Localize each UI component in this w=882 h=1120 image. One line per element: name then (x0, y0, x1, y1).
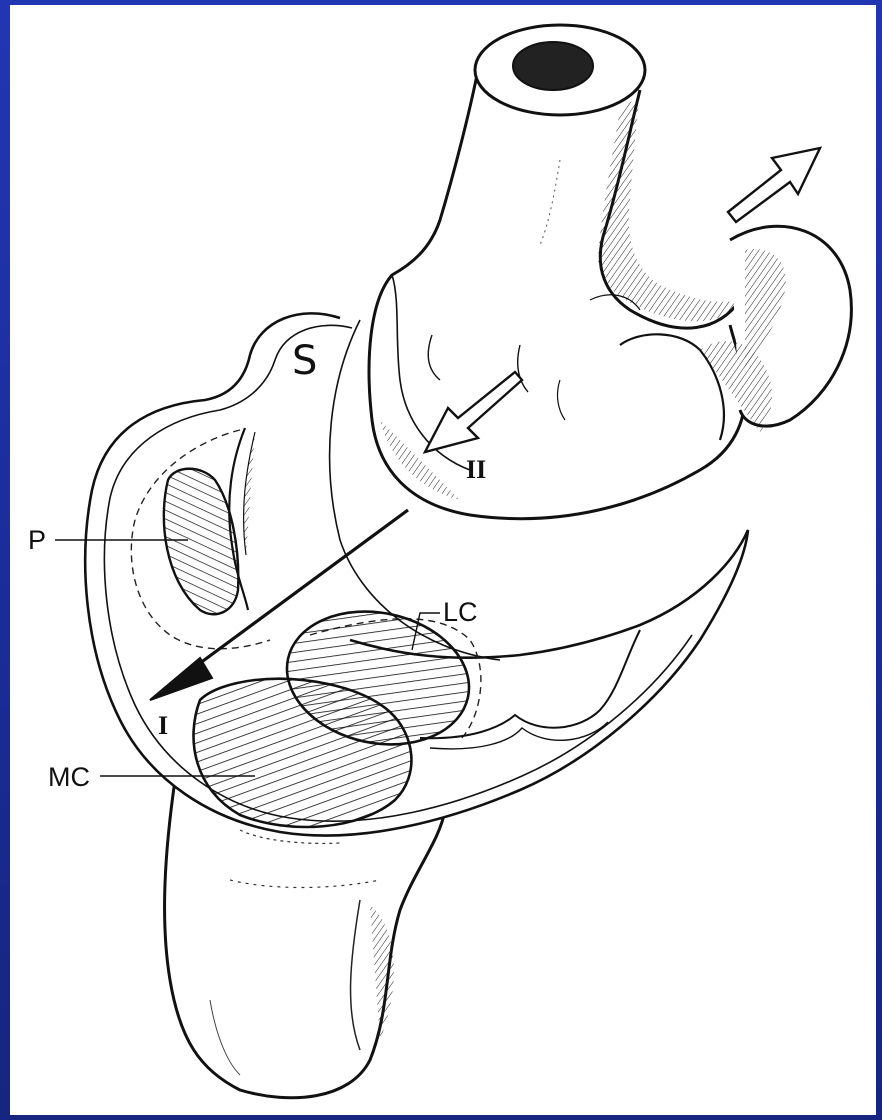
label-s: S (292, 338, 317, 384)
label-arrow-one: I (158, 711, 168, 740)
label-lc: LC (443, 597, 478, 627)
label-mc: MC (48, 762, 90, 792)
lateral-translation-arrow (728, 148, 820, 222)
label-p: P (28, 525, 46, 555)
label-arrow-two: II (466, 455, 486, 484)
